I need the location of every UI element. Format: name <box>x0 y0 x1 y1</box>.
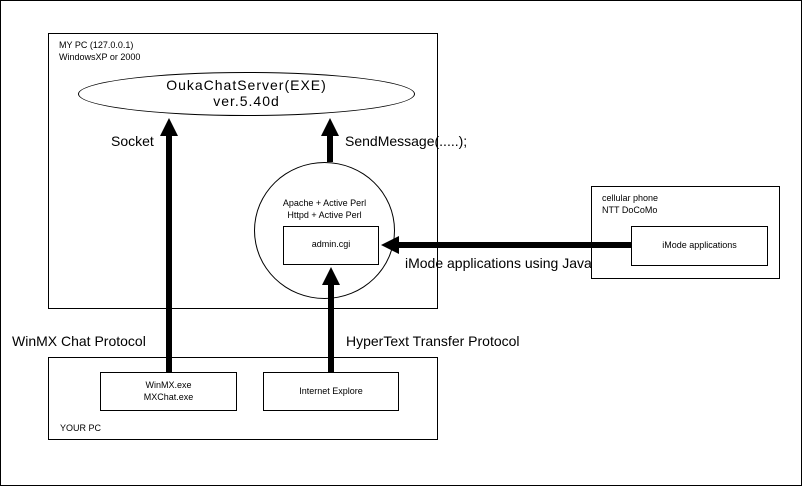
apache-line1: Apache + Active Perl <box>282 198 367 208</box>
http-arrow <box>322 267 340 372</box>
imode-app-label: iMode applications <box>662 240 737 250</box>
chat-server-version: ver.5.40d <box>213 93 280 109</box>
apache-line2: Httpd + Active Perl <box>287 210 362 220</box>
mxchat-exe-label: MXChat.exe <box>143 392 194 402</box>
admin-cgi-box <box>283 226 379 265</box>
imode-app-box <box>631 226 768 266</box>
admin-cgi-label: admin.cgi <box>311 239 351 249</box>
cellular-line2: NTT DoCoMo <box>602 205 658 215</box>
socket-label: Socket <box>111 133 154 149</box>
imode-java-label: iMode applications using Java <box>405 255 592 271</box>
cellular-line1: cellular phone <box>602 193 659 203</box>
chat-server-ellipse <box>78 72 415 116</box>
my-pc-address: MY PC (127.0.0.1) <box>59 40 134 50</box>
internet-explore-label: Internet Explore <box>299 386 363 396</box>
send-message-arrow <box>321 118 339 162</box>
internet-explore-box <box>263 372 399 411</box>
socket-arrow <box>160 118 178 372</box>
winmx-box <box>100 372 237 411</box>
imode-arrow <box>381 236 631 254</box>
winmx-exe-label: WinMX.exe <box>145 380 192 390</box>
winmx-protocol-label: WinMX Chat Protocol <box>12 333 146 349</box>
your-pc-title: YOUR PC <box>60 423 102 433</box>
send-message-label: SendMessage(.....); <box>345 133 468 149</box>
my-pc-os: WindowsXP or 2000 <box>59 52 141 62</box>
http-protocol-label: HyperText Transfer Protocol <box>346 333 520 349</box>
chat-server-name: OukaChatServer(EXE) <box>166 77 327 93</box>
